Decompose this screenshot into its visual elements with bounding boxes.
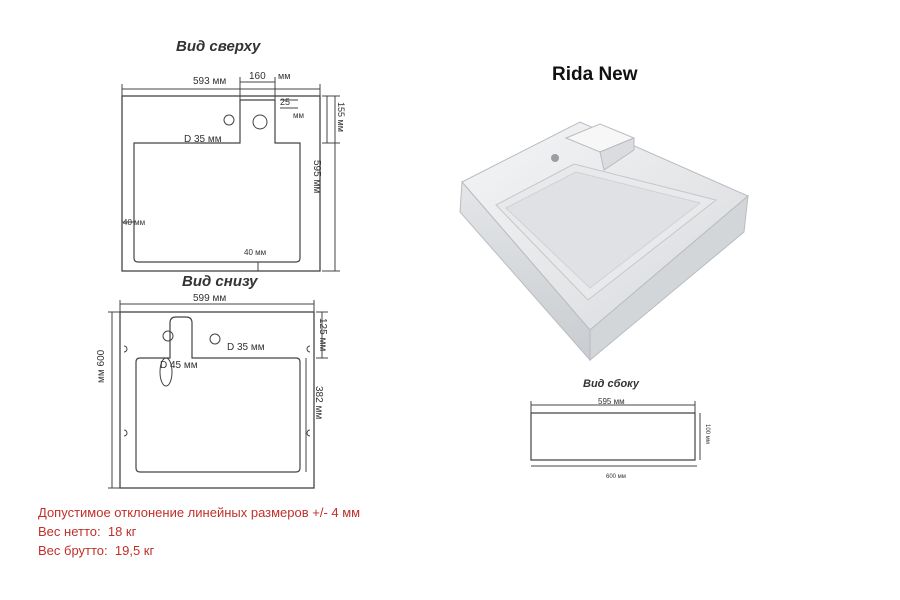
bottom-hole-label: D 35 мм [227, 342, 265, 353]
side-margin-label: 40 мм [123, 218, 145, 227]
top-depth-label: 595 мм [311, 160, 322, 193]
net-weight-value: 18 кг [107, 524, 137, 539]
inner-depth-label: 382 мм [313, 386, 324, 419]
bottom-view-title: Вид снизу [182, 273, 258, 290]
bottom-offset-label: 125 мм [317, 318, 328, 351]
product-name: Rida New [552, 64, 638, 85]
bottom-width-label: 599 мм [193, 293, 226, 304]
tap-unit-label: мм [278, 71, 290, 81]
net-weight-row: Вес нетто: 18 кг [38, 522, 360, 541]
top-hole-label: D 35 мм [184, 134, 222, 145]
side-height-label: 100 мм [704, 424, 710, 444]
tap-offset-unit-label: мм [293, 111, 304, 120]
net-weight-label: Вес нетто: [38, 524, 101, 539]
tap-width-label: 160 [249, 71, 266, 82]
gross-weight-value: 19,5 кг [114, 543, 155, 558]
side-top-width-label: 595 мм [598, 397, 625, 406]
side-view-title: Вид сбоку [583, 378, 639, 390]
top-view-title: Вид сверху [176, 38, 261, 55]
top-width-label: 593 мм [193, 76, 226, 87]
drain-hole-label: D 45 мм [160, 360, 198, 371]
tap-depth-label: 155 мм [336, 102, 346, 132]
bottom-margin-label: 40 мм [244, 248, 266, 257]
bottom-height-label: мм 600 [96, 349, 107, 383]
side-bottom-width-label: 600 мм [606, 474, 626, 480]
gross-weight-label: Вес брутто: [38, 543, 108, 558]
specs-block: Допустимое отклонение линейных размеров … [38, 503, 360, 560]
gross-weight-row: Вес брутто: 19,5 кг [38, 541, 360, 560]
tap-offset-label: 25 [280, 97, 290, 107]
tolerance-note: Допустимое отклонение линейных размеров … [38, 505, 361, 520]
